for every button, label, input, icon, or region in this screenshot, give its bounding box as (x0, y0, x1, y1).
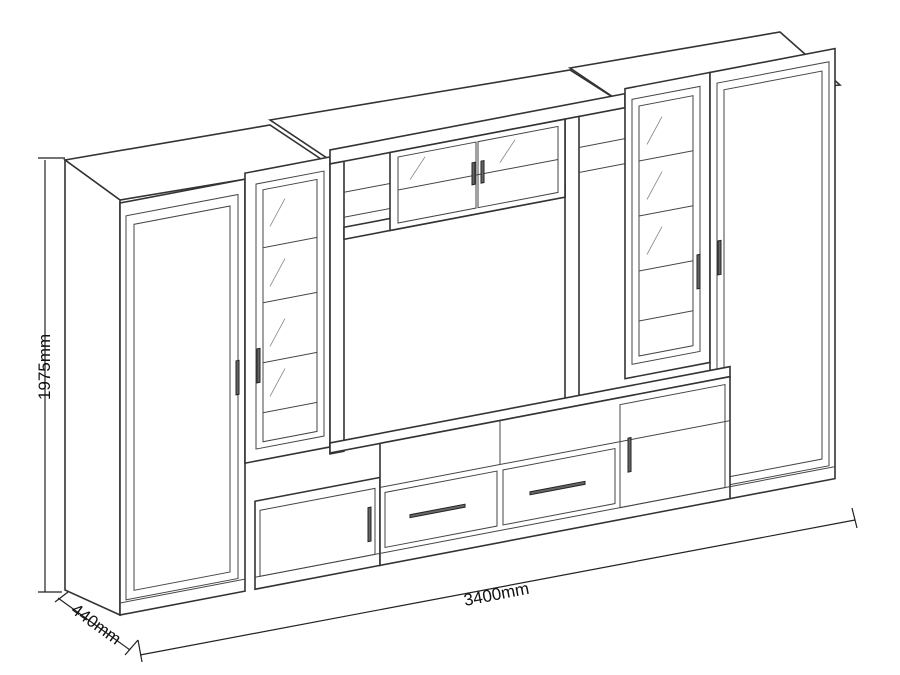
door-handle[interactable] (256, 347, 261, 384)
height-dimension: 1975mm (35, 157, 65, 593)
door-handle[interactable] (627, 436, 632, 473)
door-handle[interactable] (480, 159, 485, 184)
right-wardrobe (709, 47, 836, 504)
door-handle[interactable] (696, 253, 701, 290)
door-handle[interactable] (235, 359, 240, 396)
door-handle[interactable] (471, 161, 476, 186)
drawer-handle[interactable] (409, 503, 466, 519)
width-label: 3400mm (462, 579, 531, 610)
tv-base-unit (254, 365, 731, 591)
right-glass-cabinet (624, 71, 711, 380)
left-wardrobe (119, 178, 246, 616)
drawer-handle[interactable] (529, 480, 586, 496)
center-hutch (329, 92, 626, 455)
height-label: 1975mm (35, 334, 54, 400)
left-side-panel (64, 158, 121, 617)
left-glass-cabinet (244, 155, 331, 465)
door-handle[interactable] (367, 506, 372, 543)
door-handle[interactable] (717, 239, 722, 276)
front-elevation (119, 47, 836, 616)
